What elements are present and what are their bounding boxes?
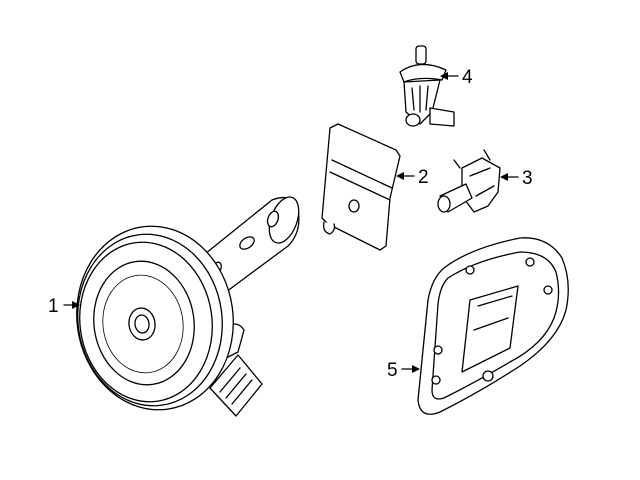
horn-part — [76, 196, 300, 417]
arrow-left-icon — [396, 172, 404, 180]
arrow-left-icon — [500, 173, 508, 181]
callout-2: 2 — [396, 167, 429, 188]
callout-number: 5 — [387, 360, 398, 381]
sensor-part — [437, 149, 501, 213]
callout-number: 2 — [418, 167, 429, 188]
callout-number: 3 — [522, 168, 533, 189]
callout-number: 1 — [48, 296, 59, 317]
arrow-left-icon — [440, 72, 448, 80]
arrow-right-icon — [412, 365, 420, 373]
callout-number: 4 — [462, 67, 473, 88]
callout-3: 3 — [500, 168, 533, 189]
arrow-right-icon — [72, 301, 80, 309]
switch-part — [399, 45, 455, 127]
callout-1: 1 — [48, 296, 80, 317]
callout-4: 4 — [440, 67, 473, 88]
bracket-part — [321, 123, 401, 251]
module-part — [417, 237, 569, 415]
callout-5: 5 — [387, 360, 420, 381]
